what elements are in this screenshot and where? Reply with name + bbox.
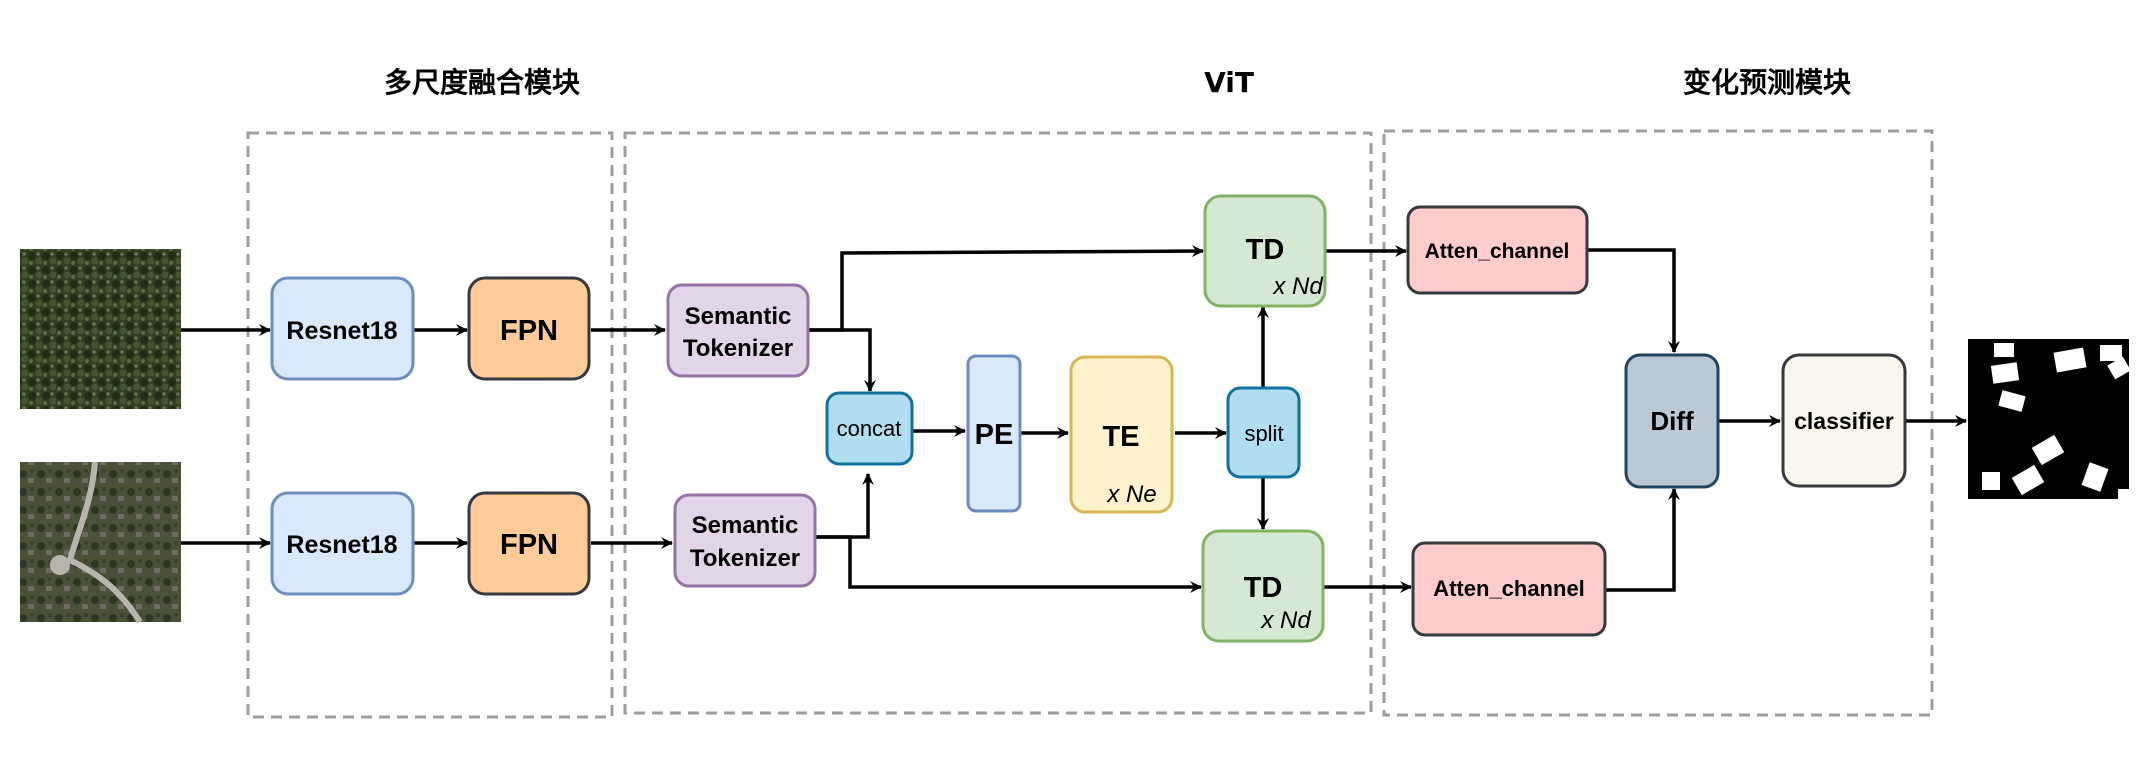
atten-channel-bottom-node: Atten_channel (1411, 541, 1607, 637)
resnet18-bottom-label: Resnet18 (286, 531, 397, 559)
semantic-tokenizer-top-node: Semantic Tokenizer (666, 283, 810, 378)
classifier-node: classifier (1781, 353, 1907, 488)
semantic-tokenizer-bottom-line2: Tokenizer (690, 545, 800, 572)
td-top-label: TD (1246, 234, 1285, 266)
transformer-encoder-node: TE x Ne (1069, 355, 1174, 514)
input-image-t1 (20, 249, 181, 409)
input-image-t2 (20, 461, 181, 624)
td-bottom-label: TD (1244, 572, 1283, 604)
concat-label: concat (837, 416, 902, 441)
concat-node: concat (825, 391, 914, 466)
diff-label: Diff (1650, 406, 1694, 436)
fpn-top-node: FPN (467, 276, 591, 381)
semantic-tokenizer-top-line2: Tokenizer (683, 335, 793, 362)
transformer-decoder-bottom-node: TD x Nd (1201, 529, 1325, 643)
resnet18-bottom-node: Resnet18 (270, 491, 415, 596)
diff-node: Diff (1624, 353, 1720, 489)
semantic-tokenizer-bottom-node: Semantic Tokenizer (673, 493, 817, 588)
atten-channel-top-node: Atten_channel (1406, 205, 1589, 295)
change-section-title: 变化预测模块 (1683, 66, 1851, 99)
fpn-bottom-node: FPN (467, 491, 591, 596)
fpn-bottom-label: FPN (500, 529, 558, 561)
multiscale-section-title: 多尺度融合模块 (384, 66, 580, 99)
semantic-tokenizer-top-line1: Semantic (685, 303, 792, 330)
positional-encoding-node: PE (966, 354, 1022, 513)
output-change-map (1968, 339, 2131, 499)
resnet18-top-node: Resnet18 (270, 276, 415, 381)
td-top-repeat-label: x Nd (1272, 273, 1323, 300)
atten-channel-top-label: Atten_channel (1425, 240, 1570, 263)
semantic-tokenizer-bottom-line1: Semantic (692, 512, 799, 539)
td-bottom-repeat-label: x Nd (1260, 607, 1311, 634)
split-node: split (1226, 386, 1301, 479)
fpn-top-label: FPN (500, 315, 558, 347)
te-repeat-label: x Ne (1106, 481, 1156, 508)
vit-section-title: ViT (1204, 66, 1254, 99)
pe-label: PE (975, 419, 1014, 451)
vit-frame (623, 131, 1373, 715)
te-label: TE (1102, 421, 1139, 453)
resnet18-top-label: Resnet18 (286, 317, 397, 345)
change-prediction-frame (1382, 129, 1934, 717)
transformer-decoder-top-node: TD x Nd (1203, 194, 1327, 308)
multiscale-fusion-frame (246, 131, 614, 719)
split-label: split (1244, 421, 1283, 446)
classifier-label: classifier (1794, 408, 1894, 434)
connectors (181, 245, 1967, 593)
atten-channel-bottom-label: Atten_channel (1433, 576, 1585, 601)
